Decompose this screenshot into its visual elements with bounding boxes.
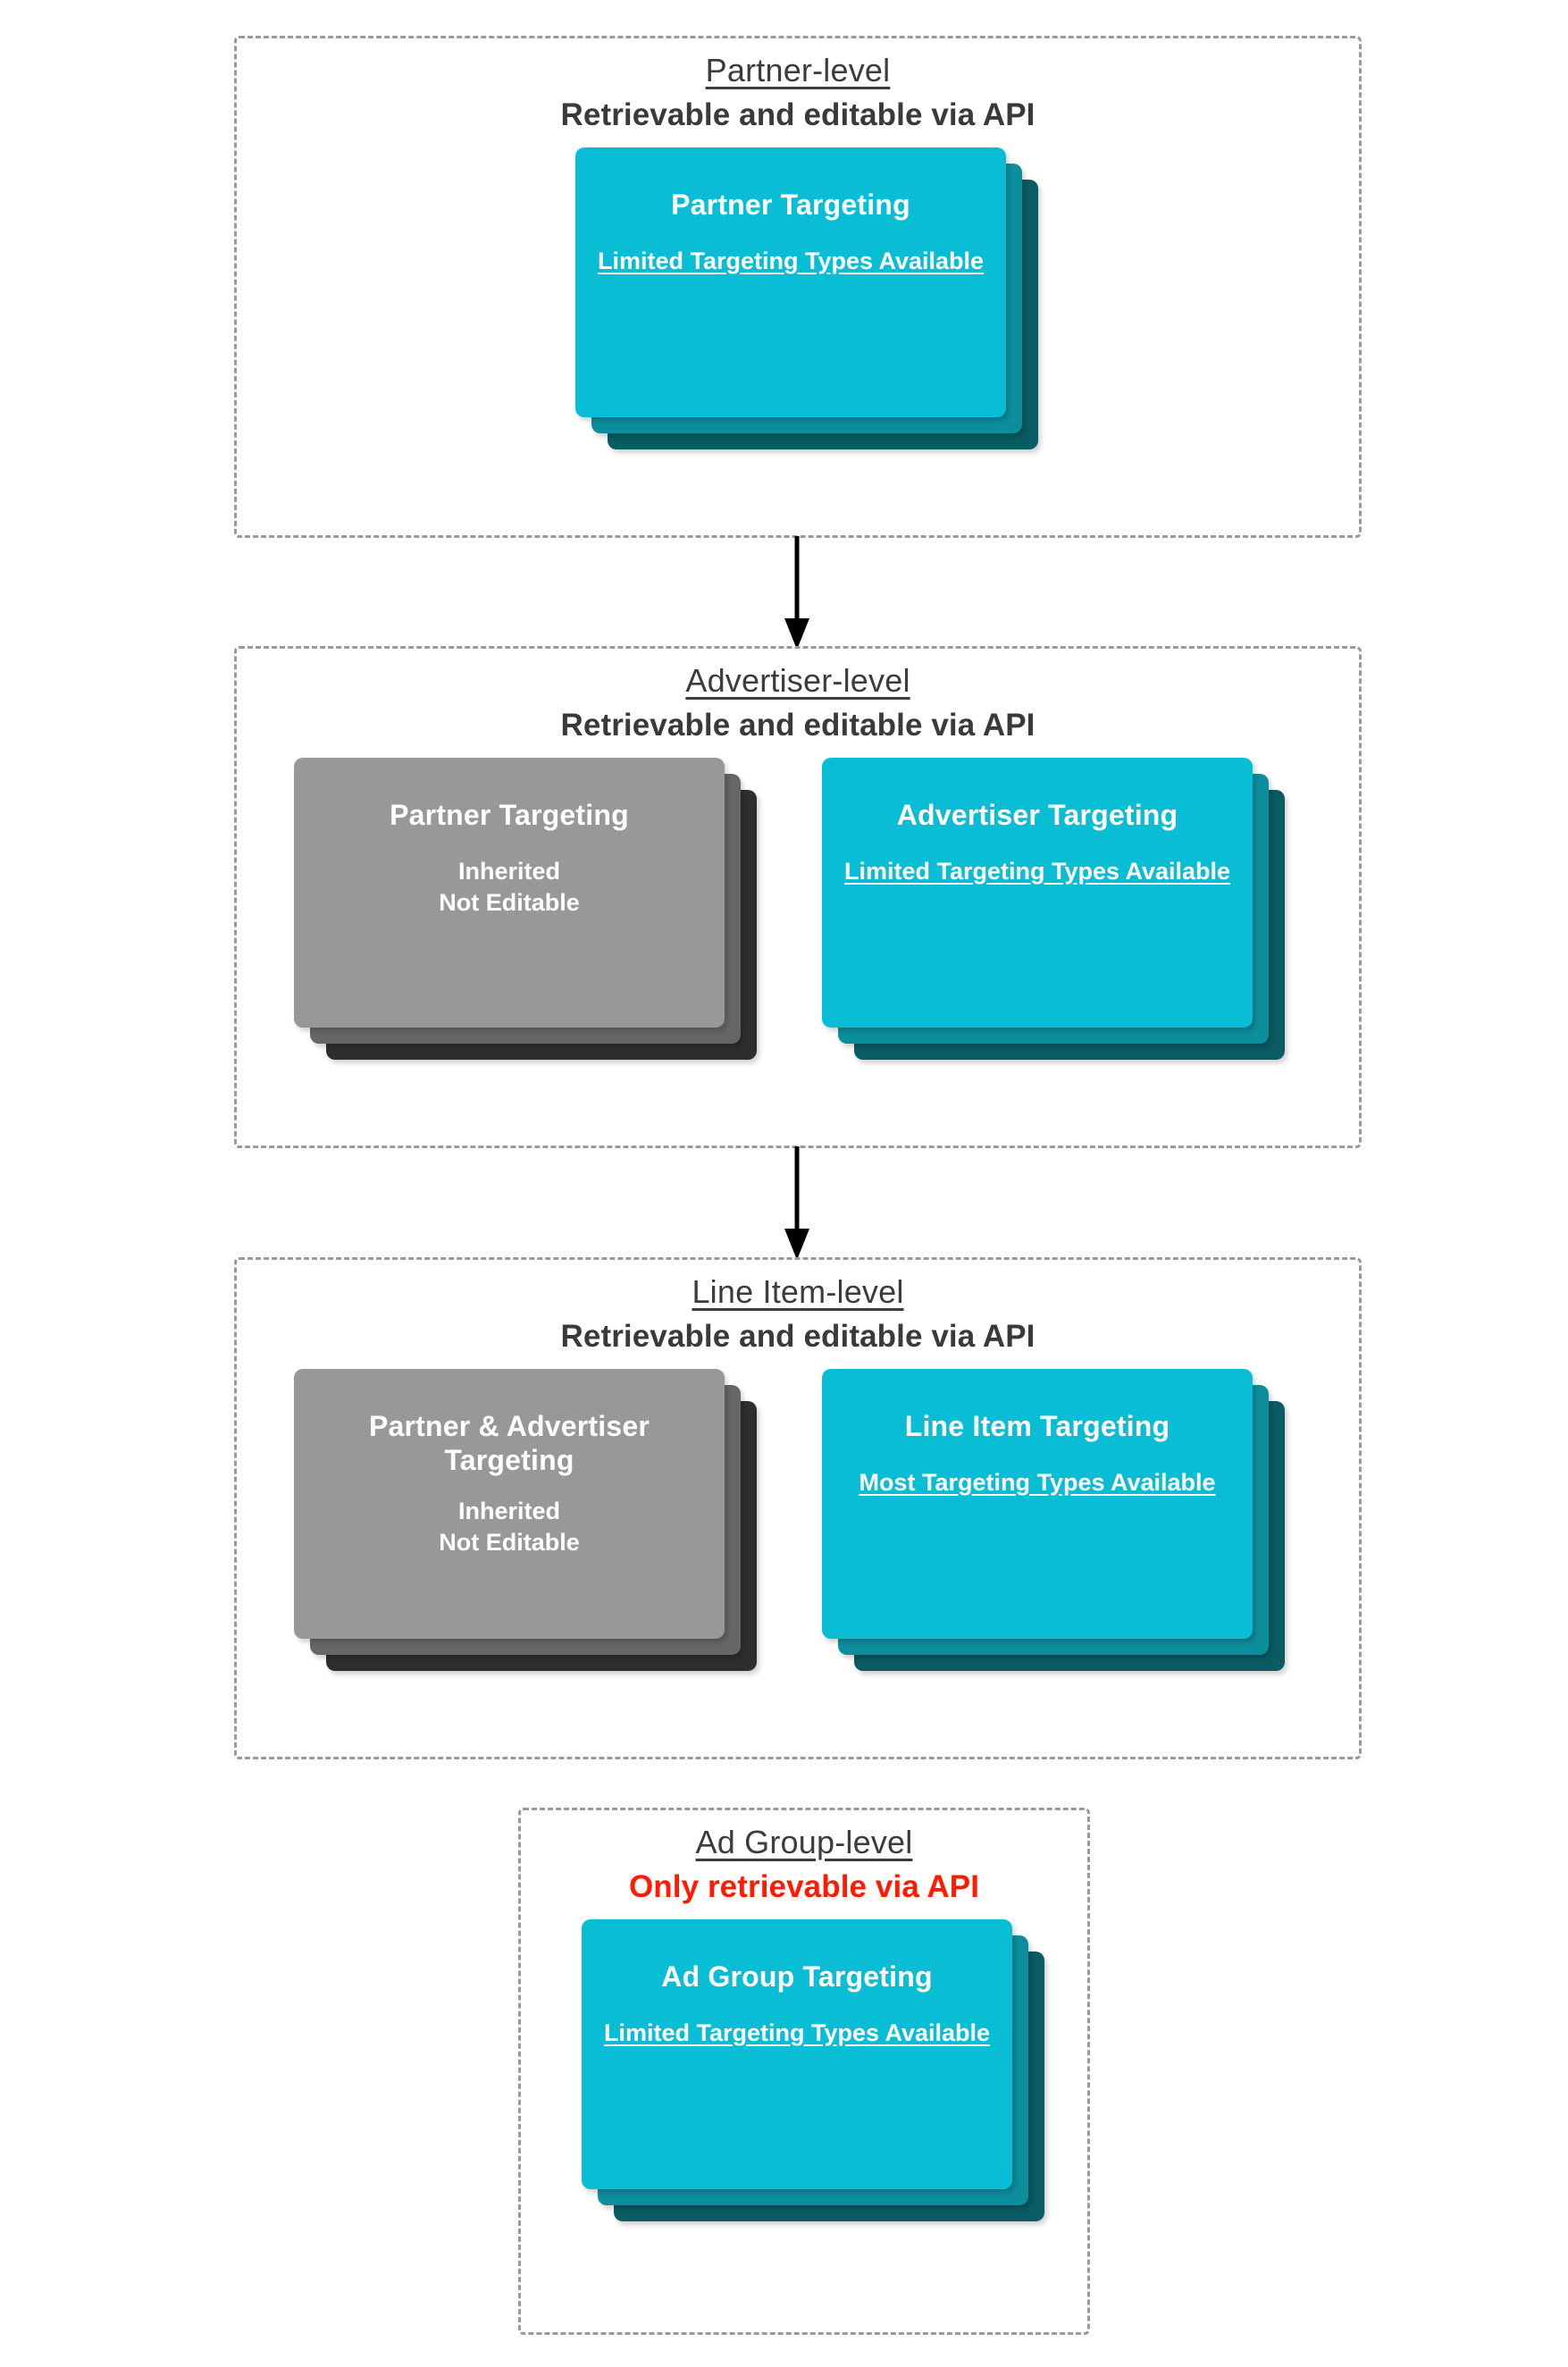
card-title: Partner Targeting <box>671 189 910 221</box>
card-stack-advertiser-targeting[interactable]: Advertiser Targeting Limited Targeting T… <box>822 758 1285 1060</box>
level-title-partner: Partner-level <box>705 52 891 88</box>
card-title: Partner & Advertiser Targeting <box>368 1410 650 1476</box>
level-heading-adgroup: Ad Group-level Only retrievable via API <box>521 1824 1087 1904</box>
card-layer-front[interactable]: Advertiser Targeting Limited Targeting T… <box>822 758 1253 1028</box>
card-layer-front[interactable]: Partner & Advertiser Targeting Inherited… <box>294 1369 725 1639</box>
card-layer-front[interactable]: Partner Targeting Limited Targeting Type… <box>575 147 1006 417</box>
level-box-adgroup: Ad Group-level Only retrievable via API … <box>518 1808 1090 2335</box>
level-subtitle-adgroup: Only retrievable via API <box>628 1869 980 1904</box>
level-title-advertiser: Advertiser-level <box>685 662 910 699</box>
level-subtitle-advertiser: Retrievable and editable via API <box>560 708 1036 743</box>
level-heading-lineitem: Line Item-level Retrievable and editable… <box>237 1273 1359 1354</box>
card-stack-inherited-partner-targeting[interactable]: Partner Targeting Inherited Not Editable <box>294 758 757 1060</box>
connector-arrow-partner-to-advertiser <box>779 536 815 651</box>
level-box-advertiser: Advertiser-level Retrievable and editabl… <box>234 646 1362 1148</box>
level-subtitle-lineitem: Retrievable and editable via API <box>560 1319 1036 1354</box>
card-layer-front[interactable]: Partner Targeting Inherited Not Editable <box>294 758 725 1028</box>
card-note: Limited Targeting Types Available <box>597 247 985 274</box>
card-note: Limited Targeting Types Available <box>603 2019 991 2046</box>
card-note: Inherited Not Editable <box>439 1497 580 1556</box>
card-note: Most Targeting Types Available <box>859 1468 1216 1496</box>
card-layer-front[interactable]: Line Item Targeting Most Targeting Types… <box>822 1369 1253 1639</box>
level-title-lineitem: Line Item-level <box>692 1273 904 1310</box>
card-title: Line Item Targeting <box>904 1410 1170 1442</box>
card-stack-inherited-partner-advertiser-targeting[interactable]: Partner & Advertiser Targeting Inherited… <box>294 1369 757 1671</box>
card-layer-front[interactable]: Ad Group Targeting Limited Targeting Typ… <box>582 1919 1012 2189</box>
card-stack-partner-targeting[interactable]: Partner Targeting Limited Targeting Type… <box>575 147 1038 449</box>
card-title: Advertiser Targeting <box>896 799 1178 831</box>
card-stack-line-item-targeting[interactable]: Line Item Targeting Most Targeting Types… <box>822 1369 1285 1671</box>
level-heading-partner: Partner-level Retrievable and editable v… <box>237 52 1359 132</box>
connector-arrow-advertiser-to-lineitem <box>779 1146 815 1261</box>
level-box-partner: Partner-level Retrievable and editable v… <box>234 36 1362 538</box>
level-heading-advertiser: Advertiser-level Retrievable and editabl… <box>237 662 1359 743</box>
card-title: Ad Group Targeting <box>661 1960 933 1993</box>
card-note: Inherited Not Editable <box>439 857 580 916</box>
card-title: Partner Targeting <box>390 799 629 831</box>
level-subtitle-partner: Retrievable and editable via API <box>560 97 1036 132</box>
level-box-lineitem: Line Item-level Retrievable and editable… <box>234 1257 1362 1759</box>
level-title-adgroup: Ad Group-level <box>695 1824 913 1860</box>
card-note: Limited Targeting Types Available <box>843 857 1231 885</box>
card-stack-ad-group-targeting[interactable]: Ad Group Targeting Limited Targeting Typ… <box>582 1919 1044 2221</box>
